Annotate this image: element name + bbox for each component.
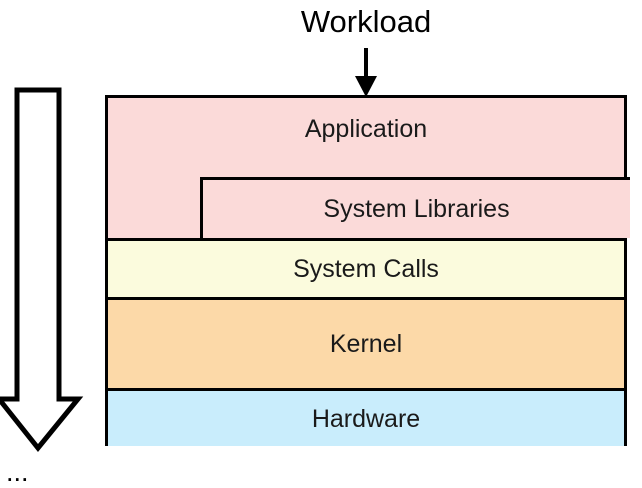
stack-layer-kernel-label: Kernel <box>329 330 403 358</box>
software-stack: Application System Libraries System Call… <box>105 95 630 446</box>
flow-arrow-caption: ... <box>6 457 29 487</box>
workload-down-arrow-icon <box>338 48 394 98</box>
stack-layer-kernel[interactable]: Kernel <box>108 297 624 388</box>
stack-layer-hardware-label: Hardware <box>311 404 421 433</box>
stack-layer-system-calls-label: System Calls <box>293 255 439 283</box>
stack-layer-hardware[interactable]: Hardware <box>108 388 624 446</box>
stack-layer-application-label: Application <box>304 115 428 143</box>
stack-layer-system-libraries[interactable]: System Libraries <box>200 177 630 238</box>
stack-layer-system-libraries-label: System Libraries <box>323 195 510 223</box>
large-hollow-down-arrow-icon <box>0 86 92 452</box>
stack-layer-system-calls[interactable]: System Calls <box>108 238 624 297</box>
workload-title: Workload <box>300 4 432 39</box>
diagram-canvas: Workload Application System Libraries Sy… <box>0 4 630 487</box>
